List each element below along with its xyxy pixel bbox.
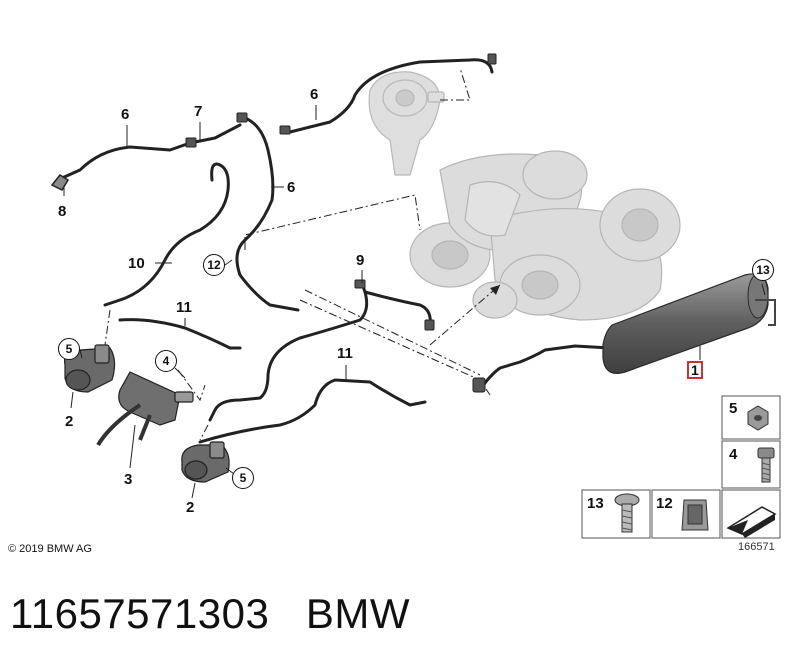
callout-4-circled: 4 <box>155 350 177 372</box>
callout-3: 3 <box>124 471 133 488</box>
callout-9: 9 <box>356 252 365 269</box>
parts-diagram <box>50 53 781 539</box>
callout-12-circled: 12 <box>203 254 225 276</box>
callout-7: 7 <box>194 103 203 120</box>
callout-11-lower: 11 <box>337 345 353 362</box>
copyright-text: © 2019 BMW AG <box>8 543 92 555</box>
vacuum-pump-ghost <box>368 71 445 176</box>
legend-number-13: 13 <box>587 495 604 512</box>
hose-clamps <box>185 53 497 393</box>
part-number-caption: 11657571303 BMW <box>10 590 410 637</box>
callout-6-top: 6 <box>310 86 319 103</box>
drawing-number: 166571 <box>738 541 775 553</box>
legend-number-4: 4 <box>729 446 738 463</box>
legend-number-5: 5 <box>729 400 738 417</box>
turbocharger-ghost <box>409 150 681 321</box>
callout-2-upper: 2 <box>65 413 74 430</box>
callout-1-highlighted: 1 <box>687 361 703 379</box>
arrow-reference-icon <box>726 506 777 538</box>
leader-lines <box>63 105 766 499</box>
callout-8: 8 <box>58 203 67 220</box>
nut-icon <box>747 405 769 431</box>
callout-5-upper-circled: 5 <box>58 338 80 360</box>
callout-13-circled: 13 <box>752 259 774 281</box>
clip-nut-icon <box>681 499 709 531</box>
pressure-converter-upper <box>63 344 116 393</box>
callout-5-lower-circled: 5 <box>232 467 254 489</box>
muffler-part-1 <box>602 273 776 374</box>
legend-number-12: 12 <box>656 495 673 512</box>
vacuum-hoses <box>60 58 612 444</box>
callout-6-middle: 6 <box>287 179 296 196</box>
callout-10: 10 <box>128 255 145 272</box>
callout-2-lower: 2 <box>186 499 195 516</box>
bolt-icon <box>757 447 775 483</box>
callout-11-upper: 11 <box>176 299 192 316</box>
arrow-head <box>490 285 500 295</box>
screw-icon <box>614 493 640 533</box>
callout-6-left: 6 <box>121 106 130 123</box>
pressure-converter-lower <box>181 441 230 483</box>
bracket-part-3 <box>96 371 194 447</box>
